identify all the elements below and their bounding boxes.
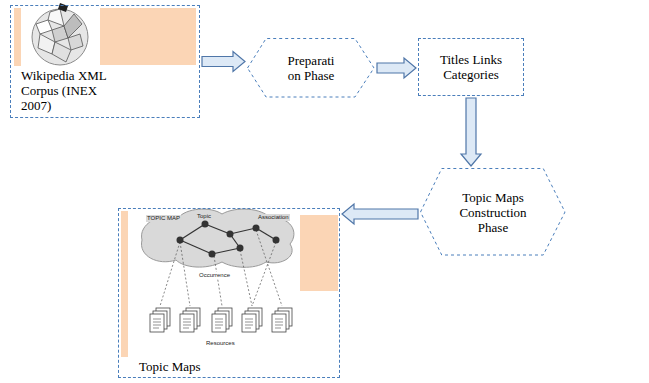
peach-strip xyxy=(121,211,128,357)
topic-map-figure xyxy=(141,209,293,332)
globe-piece xyxy=(52,42,71,62)
node-text: Wikipedia XML Corpus (INEX 2007) xyxy=(21,68,116,113)
figure-label: Association xyxy=(257,214,290,221)
document-stack xyxy=(180,308,200,332)
figure-label: Topic xyxy=(196,213,212,220)
occurrence-links xyxy=(160,230,282,306)
topic-dots xyxy=(177,221,280,258)
occurrence-link xyxy=(252,242,276,306)
hexagon-shape xyxy=(248,39,375,98)
figure-label: Occurrence xyxy=(198,272,231,279)
block-arrow xyxy=(377,58,416,78)
topic-dot xyxy=(253,225,260,232)
peach-panel xyxy=(100,8,196,65)
topic-dot xyxy=(177,237,184,244)
peach-panel xyxy=(300,215,338,291)
globe-piece xyxy=(36,20,52,34)
globe-piece xyxy=(64,14,82,38)
association-line xyxy=(205,224,230,234)
topic-dot xyxy=(209,251,216,258)
data-box: Titles Links Categories xyxy=(418,38,524,96)
node-text: Topic Maps xyxy=(139,359,201,374)
block-arrow xyxy=(202,52,245,72)
topic-dot xyxy=(237,245,244,252)
node-text: Preparati on Phase xyxy=(280,53,342,83)
association-line xyxy=(180,224,205,240)
topic-dot xyxy=(273,237,280,244)
phase-hexagon: Topic Maps Construction Phase xyxy=(420,168,566,256)
wikipedia-globe xyxy=(32,3,88,65)
globe-piece xyxy=(68,34,83,50)
topic-cloud xyxy=(141,209,293,267)
figure-label: Resources xyxy=(205,340,236,347)
block-arrow xyxy=(461,98,481,166)
occurrence-link xyxy=(180,242,190,306)
topic-dot xyxy=(202,221,209,228)
document-stack xyxy=(212,308,232,332)
occurrence-link xyxy=(214,256,222,306)
hexagon-shape xyxy=(421,169,566,256)
globe-body xyxy=(32,9,88,65)
association-line xyxy=(212,248,240,254)
phase-hexagon: Preparati on Phase xyxy=(247,38,375,98)
association-line xyxy=(230,228,256,234)
peach-strip xyxy=(14,8,21,66)
occurrence-link xyxy=(256,230,282,306)
globe-piece xyxy=(48,9,64,26)
node-text: Topic Maps Construction Phase xyxy=(451,190,535,235)
node-text: Titles Links Categories xyxy=(433,52,509,82)
figure-label: TOPIC MAP xyxy=(146,215,181,222)
block-arrow xyxy=(342,204,418,224)
topic-dot xyxy=(227,231,234,238)
occurrence-link xyxy=(240,250,252,306)
document-stack xyxy=(272,308,292,332)
corpus-box: Wikipedia XML Corpus (INEX 2007) xyxy=(10,5,200,118)
association-lines xyxy=(180,224,276,254)
occurrence-link xyxy=(160,242,180,306)
document-stack xyxy=(150,308,170,332)
document-stack xyxy=(242,308,262,332)
topic-maps-box: Topic Maps xyxy=(118,208,340,378)
association-line xyxy=(180,240,212,254)
